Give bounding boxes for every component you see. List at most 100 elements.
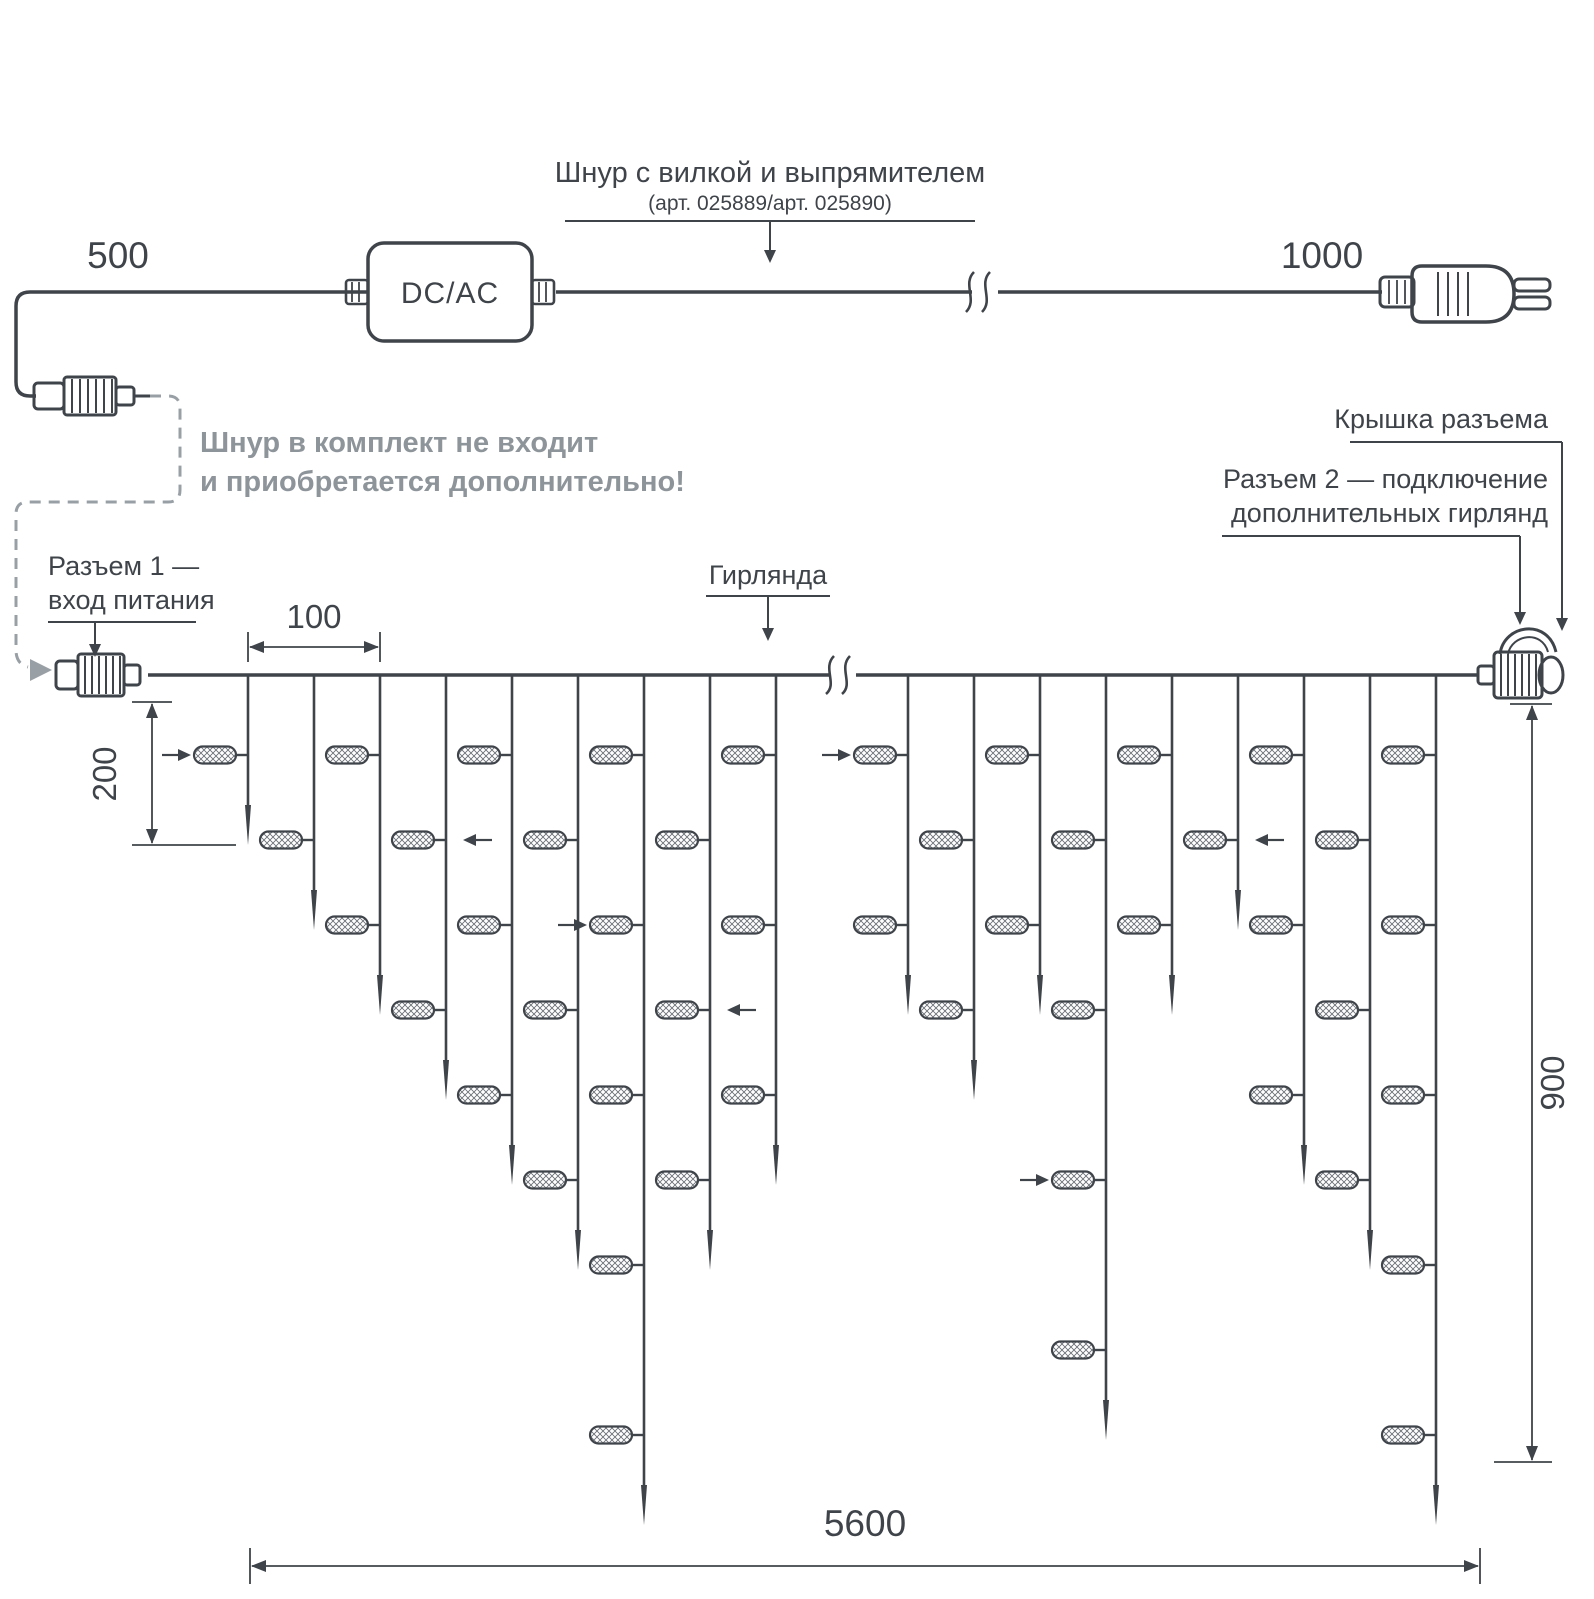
dim-arrow-icon bbox=[1526, 1446, 1538, 1461]
cord-break-symbol bbox=[964, 271, 992, 313]
led-bulb bbox=[1380, 745, 1426, 765]
drop-tip bbox=[1037, 975, 1043, 1015]
cord-left-segment bbox=[14, 290, 368, 398]
cord-title: Шнур с вилкой и выпрямителем bbox=[555, 157, 985, 189]
led-bulb bbox=[1116, 745, 1162, 765]
dc-ac-converter: DC/AC bbox=[344, 241, 556, 343]
led-bulb bbox=[1380, 915, 1426, 935]
drop-tip bbox=[1235, 890, 1241, 930]
cord-connector-tip bbox=[114, 385, 136, 407]
dim-arrow-icon bbox=[251, 1560, 266, 1572]
led-bulb bbox=[522, 830, 568, 850]
garland bbox=[54, 627, 1565, 1525]
dashed-connection-path bbox=[14, 394, 182, 669]
led-bulb bbox=[918, 1000, 964, 1020]
power-cord-assembly: Шнур с вилкой и выпрямителем (арт. 02588… bbox=[14, 157, 1552, 417]
led-bulb bbox=[720, 1085, 766, 1105]
output-connector-neck bbox=[1476, 664, 1496, 686]
led-bulb bbox=[1380, 1255, 1426, 1275]
garland-output-connector bbox=[1476, 627, 1565, 700]
drop-tip bbox=[443, 1060, 449, 1100]
bulb-marker-arrow-icon bbox=[178, 749, 191, 761]
led-bulb bbox=[1050, 830, 1096, 850]
led-bulb bbox=[1050, 1170, 1096, 1190]
led-bulb bbox=[588, 915, 634, 935]
led-bulb bbox=[1248, 1085, 1294, 1105]
dim-arrow-icon bbox=[1464, 1560, 1479, 1572]
connector2-arrow-icon bbox=[1514, 612, 1526, 625]
led-bulb bbox=[852, 745, 898, 765]
cord-title-arrow-icon bbox=[764, 250, 776, 263]
dim-arrow-icon bbox=[364, 641, 379, 653]
bulb-marker-arrow-icon bbox=[574, 919, 587, 931]
led-bulb bbox=[918, 830, 964, 850]
input-connector-thread-ribs bbox=[84, 656, 121, 694]
drop-tip bbox=[377, 975, 383, 1015]
garland-drops bbox=[162, 675, 1439, 1525]
bulb-marker-arrow-icon bbox=[727, 1004, 740, 1016]
led-bulb bbox=[456, 1085, 502, 1105]
not-included-route: Шнур в комплект не входит и приобретаетс… bbox=[14, 394, 685, 681]
led-bulb bbox=[324, 915, 370, 935]
drop-tip bbox=[641, 1485, 647, 1525]
dim-arrow-icon bbox=[1526, 705, 1538, 720]
cap-strap-inner bbox=[1507, 636, 1549, 655]
led-bulb bbox=[1314, 1000, 1360, 1020]
led-bulb bbox=[390, 830, 436, 850]
drop-tip bbox=[773, 1145, 779, 1185]
connector-cap bbox=[1537, 655, 1565, 695]
drop-tip bbox=[905, 975, 911, 1015]
led-bulb bbox=[588, 1085, 634, 1105]
bulb-marker-arrow-icon bbox=[1036, 1174, 1049, 1186]
drop-tip bbox=[1433, 1485, 1439, 1525]
led-bulb bbox=[1248, 745, 1294, 765]
led-bulb bbox=[720, 745, 766, 765]
connector2-label-line2: дополнительных гирлянд bbox=[1231, 498, 1548, 528]
cord-connector-plug bbox=[32, 375, 150, 417]
dim-500-label: 500 bbox=[87, 235, 149, 276]
led-bulb bbox=[456, 745, 502, 765]
led-bulb bbox=[1116, 915, 1162, 935]
dim-200: 200 bbox=[86, 701, 236, 846]
led-bulb bbox=[1182, 830, 1228, 850]
dim-900-label: 900 bbox=[1534, 1055, 1571, 1110]
drop-tip bbox=[1301, 1145, 1307, 1185]
break-slash bbox=[841, 655, 852, 695]
led-bulb bbox=[654, 1000, 700, 1020]
bulb-marker-arrow-icon bbox=[1255, 834, 1268, 846]
drop-tip bbox=[311, 890, 317, 930]
not-included-note-line2: и приобретается дополнительно! bbox=[200, 466, 685, 498]
led-bulb bbox=[324, 745, 370, 765]
drop-tip bbox=[575, 1230, 581, 1270]
dim-1000-label: 1000 bbox=[1281, 235, 1363, 276]
led-bulb bbox=[522, 1170, 568, 1190]
dim-200-label: 200 bbox=[86, 746, 123, 801]
converter-label: DC/AC bbox=[401, 277, 499, 310]
dim-100: 100 bbox=[247, 598, 381, 662]
led-bulb bbox=[522, 1000, 568, 1020]
plug-prong-top bbox=[1512, 277, 1552, 293]
input-connector-back bbox=[54, 659, 80, 691]
cord-article-numbers: (арт. 025889/арт. 025890) bbox=[648, 192, 892, 215]
dashed-path-arrow-icon bbox=[30, 659, 52, 681]
garland-arrow-icon bbox=[762, 628, 774, 641]
dimensions: 100 200 900 5600 bbox=[86, 598, 1571, 1584]
drop-tip bbox=[971, 1060, 977, 1100]
dim-900: 900 bbox=[1494, 703, 1571, 1463]
led-bulb bbox=[984, 745, 1030, 765]
output-connector-thread-ribs bbox=[1500, 654, 1537, 696]
led-bulb bbox=[192, 745, 238, 765]
connector1-label-line1: Разъем 1 — bbox=[48, 551, 199, 581]
cap-label: Крышка разъема bbox=[1334, 404, 1549, 434]
drop-tip bbox=[707, 1230, 713, 1270]
dim-5600-label: 5600 bbox=[824, 1503, 906, 1544]
cap-strap bbox=[1498, 627, 1558, 655]
dim-arrow-icon bbox=[249, 641, 264, 653]
cord-connector-thread-ribs bbox=[71, 379, 113, 413]
break-slash bbox=[980, 271, 992, 313]
connector1-label-line2: вход питания bbox=[48, 585, 215, 615]
cord-connector-back bbox=[32, 381, 66, 411]
connector2-label-line1: Разъем 2 — подключение bbox=[1223, 464, 1548, 494]
